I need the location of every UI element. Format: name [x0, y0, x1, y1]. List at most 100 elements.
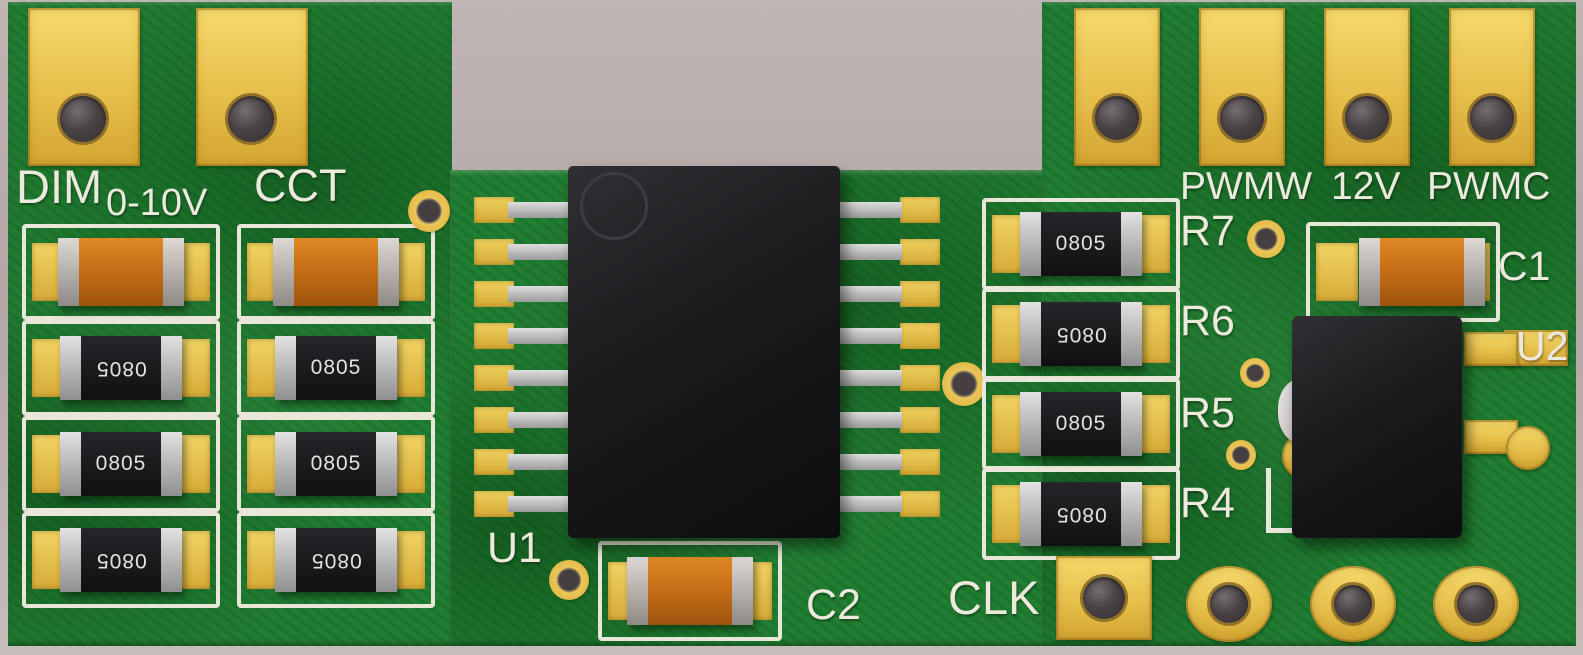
top-right-pad-3	[1324, 8, 1410, 166]
resistor-terminal	[1020, 302, 1041, 366]
u2-silkscreen-line	[1266, 528, 1314, 533]
resistor-terminal	[1121, 392, 1142, 456]
label-c1: C1	[1498, 243, 1551, 289]
resistor-terminal	[60, 336, 81, 400]
resistor-body: 0805	[296, 528, 376, 592]
label-12v: 12V	[1331, 165, 1401, 208]
bottom-right-pad-3	[1433, 566, 1519, 642]
capacitor-terminal	[627, 557, 648, 625]
resistor-terminal	[1020, 212, 1041, 276]
pin1-marker	[580, 172, 648, 240]
label-r4: R4	[1180, 479, 1235, 527]
resistor: 0805	[60, 336, 182, 400]
capacitor-c1	[1358, 238, 1485, 306]
resistor-terminal	[161, 528, 182, 592]
resistor-terminal	[161, 336, 182, 400]
ic-pad	[474, 281, 514, 307]
capacitor-footprint	[237, 224, 435, 320]
ic-pad	[900, 239, 940, 265]
resistor-body: 0805	[81, 528, 161, 592]
ic-lead	[836, 370, 902, 386]
resistor-terminal	[1020, 482, 1041, 546]
ic-lead	[836, 244, 902, 260]
label-u1: U1	[487, 524, 542, 572]
smd-pad	[1316, 243, 1358, 301]
resistor-terminal	[376, 432, 397, 496]
ic-lead	[836, 454, 902, 470]
resistor-terminal	[376, 528, 397, 592]
via	[1240, 358, 1270, 388]
ic-lead	[508, 244, 572, 260]
capacitor-terminal	[58, 238, 79, 306]
label-u2: U2	[1516, 323, 1569, 369]
capacitor-body	[79, 238, 163, 306]
resistor: 0805	[275, 336, 397, 400]
ic-pad	[474, 197, 514, 223]
capacitor	[58, 238, 184, 306]
ic-lead	[836, 286, 902, 302]
pad-hole	[1095, 96, 1139, 140]
ic-pad	[474, 407, 514, 433]
top-left-pad-2	[196, 8, 308, 166]
resistor-terminal	[275, 432, 296, 496]
u2-silkscreen-line	[1266, 468, 1271, 532]
resistor-terminal	[1020, 392, 1041, 456]
resistor-r6: 0805	[1020, 302, 1142, 366]
ic-lead	[836, 412, 902, 428]
resistor-footprint: 0805	[237, 320, 435, 416]
ic-lead	[508, 328, 572, 344]
via	[408, 190, 450, 232]
clk-pad	[1056, 556, 1152, 640]
capacitor-body	[648, 557, 732, 625]
label-pwmw: PWMW	[1180, 165, 1313, 208]
resistor: 0805	[60, 528, 182, 592]
resistor-footprint: 0805	[237, 512, 435, 608]
ic-pad	[900, 365, 940, 391]
label-pwmc: PWMC	[1427, 165, 1551, 208]
resistor: 0805	[275, 528, 397, 592]
ic-pad	[474, 491, 514, 517]
resistor-marking: 0805	[1055, 232, 1107, 255]
label-r6: R6	[1180, 297, 1235, 345]
resistor-terminal	[1121, 302, 1142, 366]
via	[1247, 220, 1285, 258]
resistor-marking: 0805	[95, 452, 147, 475]
ic-pad	[474, 239, 514, 265]
resistor-terminal	[60, 528, 81, 592]
capacitor-terminal	[273, 238, 294, 306]
ic-lead	[508, 202, 572, 218]
resistor: 0805	[60, 432, 182, 496]
ic-pad	[900, 197, 940, 223]
via	[549, 560, 589, 600]
resistor-marking: 0805	[1055, 323, 1107, 346]
resistor-body: 0805	[1041, 212, 1121, 276]
top-left-pad-1	[28, 8, 140, 166]
resistor-r7: 0805	[1020, 212, 1142, 276]
ic-lead	[508, 412, 572, 428]
capacitor-c2-footprint	[598, 541, 782, 641]
capacitor-c1-footprint	[1306, 222, 1500, 322]
resistor-terminal	[1121, 212, 1142, 276]
bottom-right-pad-2	[1310, 566, 1396, 642]
capacitor-terminal	[378, 238, 399, 306]
capacitor-terminal	[1463, 238, 1485, 306]
resistor-footprint: 0805	[22, 512, 220, 608]
resistor-r5: 0805	[1020, 392, 1142, 456]
resistor-body: 0805	[81, 336, 161, 400]
pad-hole	[228, 96, 274, 142]
resistor-marking: 0805	[310, 549, 362, 572]
bottom-right-pad-1	[1186, 566, 1272, 642]
ic-lead	[836, 202, 902, 218]
capacitor-terminal	[1358, 238, 1380, 306]
resistor-r5-footprint: 0805	[982, 378, 1180, 470]
u2-pad	[1464, 332, 1518, 366]
capacitor-c2	[627, 557, 753, 625]
resistor-body: 0805	[296, 432, 376, 496]
top-right-pad-1	[1074, 8, 1160, 166]
ic-lead	[508, 496, 572, 512]
ic-lead	[508, 286, 572, 302]
label-r7: R7	[1180, 207, 1235, 255]
ic-lead	[836, 328, 902, 344]
resistor-marking: 0805	[1055, 412, 1107, 435]
capacitor	[273, 238, 399, 306]
